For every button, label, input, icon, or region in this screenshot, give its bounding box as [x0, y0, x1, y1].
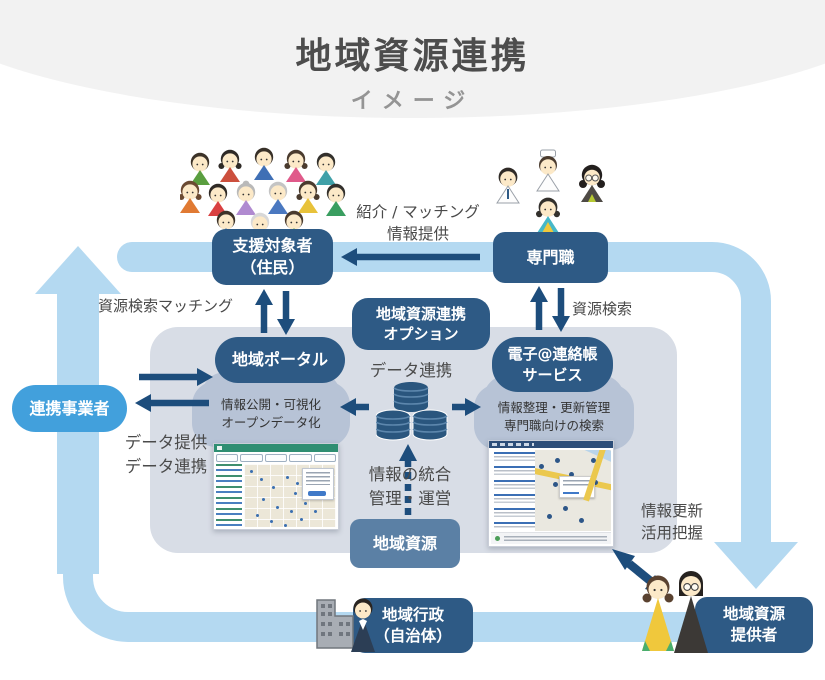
contact-functions-line1: 情報整理・更新管理	[497, 399, 611, 415]
residents-group-illustration	[180, 147, 346, 240]
portal-functions-text: 情報公開・可視化 オープンデータ化	[192, 396, 350, 432]
portal-node: 地域ポータル	[215, 337, 345, 383]
resource-provider-line1: 地域資源	[722, 605, 785, 624]
local-government-line2: （自治体）	[374, 626, 452, 645]
nav-pill	[313, 454, 337, 462]
nav-pill	[289, 454, 312, 462]
professionals-group-illustration	[496, 149, 605, 233]
building-icon	[316, 599, 354, 649]
flow-arrow-bottom-to-top	[35, 246, 703, 642]
arrow-portal-up	[255, 289, 273, 333]
arrow-contact-up	[530, 286, 548, 330]
map-markers	[539, 464, 544, 469]
contact-book-line1: 電子@連絡帳	[507, 345, 598, 364]
contact-book-screenshot	[488, 440, 614, 547]
info-update-label: 情報更新 活用把握	[630, 500, 714, 545]
contact-book-node: 電子@連絡帳 サービス	[492, 337, 613, 392]
doctor-person	[496, 167, 520, 204]
arrow-db-right	[452, 398, 481, 416]
resource-provider-node: 地域資源 提供者	[695, 597, 813, 653]
government-building-illustration	[316, 598, 375, 652]
contact-functions-line2: 専門職向けの検索	[503, 418, 604, 433]
portal-functions-line2: オープンデータ化	[221, 415, 321, 430]
arrow-partner-left	[135, 394, 209, 412]
support-target-line2: （住民）	[240, 258, 305, 277]
portal-screenshot-map	[244, 464, 336, 527]
local-government-node: 地域行政 （自治体）	[353, 598, 473, 653]
resource-search-matching-label: 資源検索マッチング	[98, 297, 234, 315]
support-target-line1: 支援対象者	[232, 236, 313, 256]
arrow-db-left	[340, 398, 369, 416]
integrated-management-line1: 情報の統合	[368, 465, 452, 484]
portal-screenshot-header	[214, 444, 338, 452]
support-target-node: 支援対象者 （住民）	[212, 229, 333, 285]
resource-provider-people-illustration	[642, 571, 708, 653]
flow-arrow-top-to-provider	[117, 242, 798, 589]
contact-book-screenshot-header	[489, 441, 613, 448]
nurse-person	[536, 149, 560, 192]
partner-business-node: 連携事業者	[12, 385, 127, 432]
option-line2: オプション	[383, 325, 459, 343]
contact-functions-cloud: 情報整理・更新管理 専門職向けの検索	[474, 375, 634, 450]
arrow-professional-to-resident	[341, 248, 480, 266]
database-icon	[376, 382, 448, 441]
portal-functions-line1: 情報公開・可視化	[220, 396, 321, 412]
professional-label: 専門職	[526, 247, 575, 267]
data-provide-line1: データ提供	[124, 433, 208, 452]
resource-provider-line2: 提供者	[730, 626, 778, 644]
portal-screenshot-sidebar	[216, 464, 242, 527]
contact-book-result-list	[491, 450, 542, 531]
intro-matching-line2: 情報提供	[386, 225, 449, 244]
resource-search-label: 資源検索	[572, 300, 633, 318]
contact-functions-text: 情報整理・更新管理 専門職向けの検索	[474, 399, 634, 435]
regional-resource-node: 地域資源	[350, 519, 460, 568]
portal-screenshot-nav	[216, 454, 337, 462]
nav-pill	[216, 454, 239, 462]
local-government-line1: 地域行政	[381, 605, 444, 624]
arrow-portal-down	[277, 291, 295, 335]
helper-person	[536, 197, 560, 233]
intro-matching-line1: 紹介 / マッチング	[356, 203, 480, 221]
info-update-line1: 情報更新	[640, 502, 703, 520]
contact-book-line2: サービス	[522, 365, 583, 384]
portal-screenshot	[213, 443, 339, 530]
contact-book-footer-bar	[491, 532, 611, 544]
nav-pill	[264, 454, 288, 462]
official-person	[351, 598, 375, 652]
page-subtitle: イメージ	[350, 89, 475, 114]
info-update-line2: 活用把握	[640, 524, 703, 543]
arrow-resource-dashed-up	[399, 444, 417, 527]
provider-woman	[674, 571, 708, 653]
option-line1: 地域資源連携	[375, 304, 466, 323]
data-linkage-label: データ連携	[369, 361, 453, 380]
regional-resource-label: 地域資源	[372, 533, 437, 553]
map-markers	[250, 470, 253, 473]
portal-label: 地域ポータル	[231, 350, 328, 370]
professional-node: 専門職	[493, 232, 608, 283]
partner-business-label: 連携事業者	[29, 398, 110, 418]
provider-girl	[642, 575, 674, 651]
option-node: 地域資源連携 オプション	[352, 298, 490, 350]
arrow-partner-right	[139, 368, 213, 386]
intro-matching-label: 紹介 / マッチング 情報提供	[338, 201, 498, 246]
arrow-contact-down	[552, 288, 570, 332]
caseworker-person	[579, 164, 605, 202]
data-provide-label: データ提供 データ連携	[116, 431, 216, 479]
data-provide-line2: データ連携	[124, 456, 208, 476]
portal-functions-cloud: 情報公開・可視化 オープンデータ化	[192, 372, 350, 447]
page-title: 地域資源連携	[295, 36, 530, 77]
resident-people	[180, 147, 346, 240]
nav-pill	[240, 454, 263, 462]
map-popup	[302, 468, 334, 500]
integrated-management-label: 情報の統合 管理・運営	[358, 463, 462, 511]
integrated-management-line2: 管理・運営	[368, 488, 452, 508]
contact-book-map	[535, 450, 611, 531]
